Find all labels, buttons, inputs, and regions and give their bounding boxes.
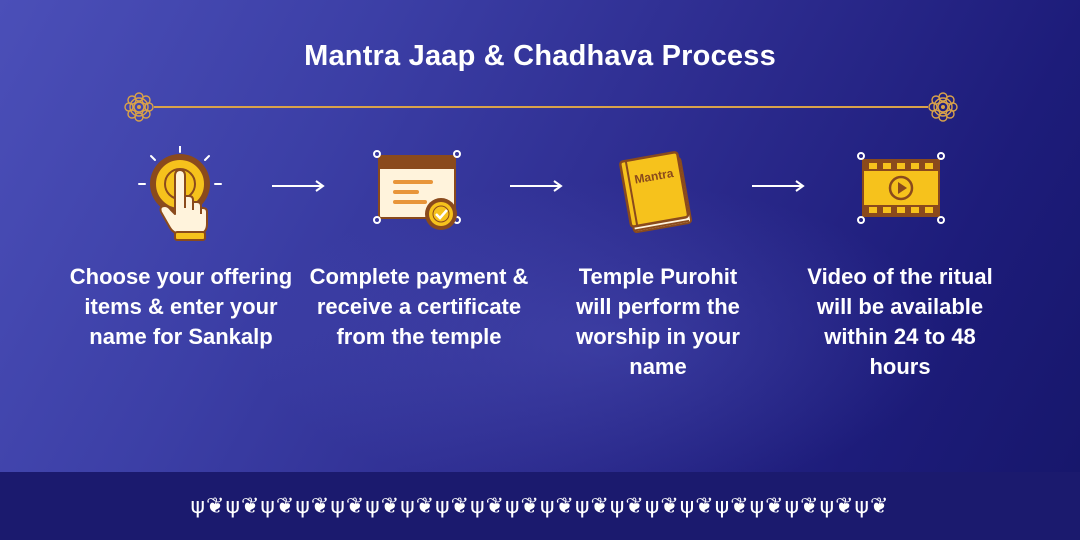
footer-band: ψ❦ψ❦ψ❦ψ❦ψ❦ψ❦ψ❦ψ❦ψ❦ψ❦ψ❦ψ❦ψ❦ψ❦ψ❦ψ❦ψ❦ψ❦ψ❦ψ❦ — [0, 472, 1080, 540]
arrow-right-1-icon — [272, 180, 325, 192]
step-1-text: Choose your offering items & enter your … — [69, 264, 293, 349]
arrow-right-2-icon — [510, 180, 563, 192]
certificate-icon — [373, 150, 461, 230]
step-3-text: Temple Purohit will perform the worship … — [576, 264, 740, 379]
tap-hand-icon — [138, 146, 222, 241]
page-title: Mantra Jaap & Chadhava Process — [304, 40, 776, 72]
mandala-left-icon — [124, 92, 154, 122]
step-2-text: Complete payment & receive a certificate… — [309, 264, 529, 349]
footer-trishul-pattern: ψ❦ψ❦ψ❦ψ❦ψ❦ψ❦ψ❦ψ❦ψ❦ψ❦ψ❦ψ❦ψ❦ψ❦ψ❦ψ❦ψ❦ψ❦ψ❦ψ❦ — [190, 493, 890, 519]
video-reel-icon — [857, 152, 945, 224]
step-4-text: Video of the ritual will be available wi… — [807, 264, 993, 379]
mandala-right-icon — [928, 92, 958, 122]
arrow-right-3-icon — [752, 180, 805, 192]
title-divider — [154, 106, 928, 108]
mantra-book-icon: Mantra — [619, 151, 692, 234]
book-label: Mantra — [633, 166, 674, 187]
